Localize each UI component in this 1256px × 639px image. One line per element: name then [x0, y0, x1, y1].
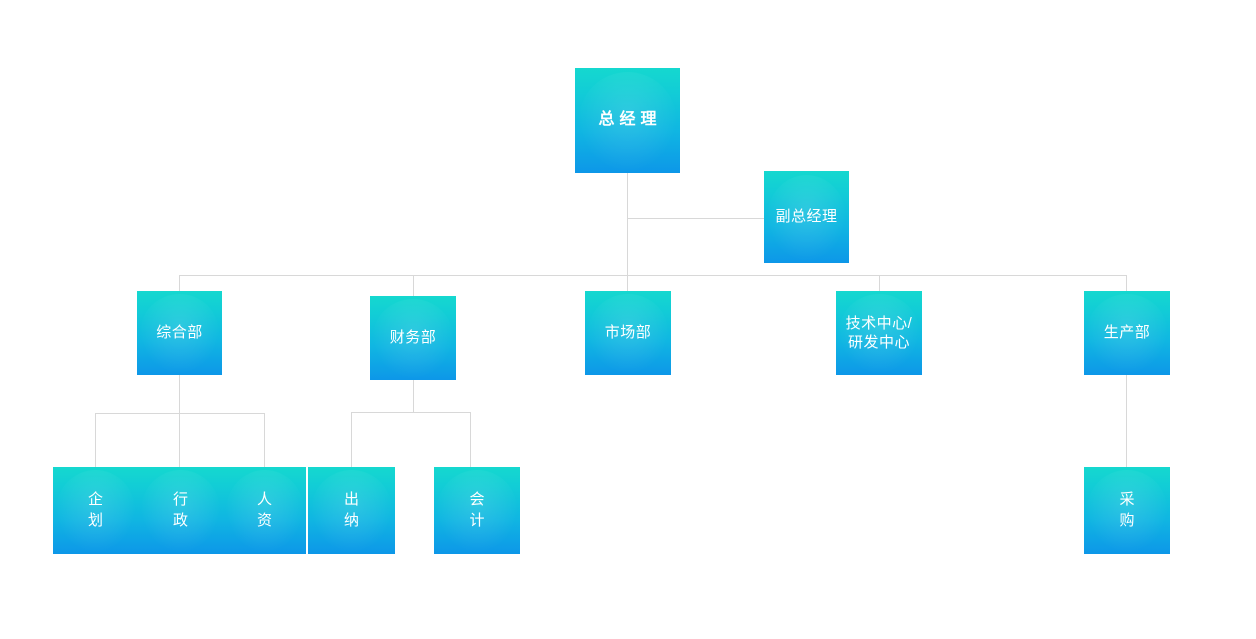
- connector-drop-cashier: [351, 412, 352, 467]
- connector-drop-planning: [95, 413, 96, 467]
- node-accounting[interactable]: 会计: [434, 467, 520, 554]
- connector-drop-marketing: [627, 275, 628, 291]
- node-cashier-label: 出纳: [344, 491, 360, 529]
- connector-drop-accounting: [470, 412, 471, 467]
- connector-department-bus: [179, 275, 1127, 276]
- node-human-resources[interactable]: 人资: [223, 467, 306, 554]
- node-cashier[interactable]: 出纳: [308, 467, 395, 554]
- connector-drop-general-affairs: [179, 275, 180, 291]
- node-production[interactable]: 生产部: [1084, 291, 1170, 375]
- node-accounting-label: 会计: [469, 491, 486, 529]
- node-general-manager[interactable]: 总经理: [575, 68, 680, 173]
- node-administration[interactable]: 行政: [138, 467, 223, 554]
- node-planning[interactable]: 企划: [53, 467, 138, 554]
- node-planning-label: 企划: [88, 491, 104, 529]
- node-general-affairs-label: 综合部: [156, 324, 203, 342]
- connector-general-affairs-stem: [179, 374, 180, 414]
- node-deputy-general-manager[interactable]: 副总经理: [764, 171, 849, 263]
- node-marketing[interactable]: 市场部: [585, 291, 671, 375]
- connector-general-affairs-bus: [95, 413, 265, 414]
- node-production-label: 生产部: [1103, 324, 1151, 342]
- connector-drop-administration: [179, 413, 180, 467]
- node-finance[interactable]: 财务部: [370, 296, 456, 380]
- connector-drop-tech-center: [879, 275, 880, 291]
- connector-finance-bus: [351, 412, 471, 413]
- node-procurement[interactable]: 采购: [1084, 467, 1170, 554]
- node-human-resources-label: 人资: [257, 491, 273, 529]
- connector-gm-stem: [627, 173, 628, 276]
- connector-drop-human-resources: [264, 413, 265, 467]
- node-general-affairs[interactable]: 综合部: [137, 291, 222, 375]
- node-finance-label: 财务部: [389, 329, 437, 347]
- connector-production-to-procurement: [1126, 375, 1127, 467]
- node-tech-center[interactable]: 技术中心/ 研发中心: [836, 291, 922, 375]
- connector-drop-finance: [413, 275, 414, 297]
- connector-finance-stem: [413, 380, 414, 413]
- connector-gm-to-deputy: [627, 218, 764, 219]
- connector-drop-production: [1126, 275, 1127, 291]
- node-marketing-label: 市场部: [604, 324, 652, 342]
- node-procurement-label: 采购: [1119, 491, 1136, 529]
- node-tech-center-label: 技术中心/ 研发中心: [845, 314, 913, 351]
- node-deputy-general-manager-label: 副总经理: [775, 208, 838, 226]
- node-administration-label: 行政: [173, 491, 189, 529]
- node-general-manager-label: 总经理: [598, 111, 662, 129]
